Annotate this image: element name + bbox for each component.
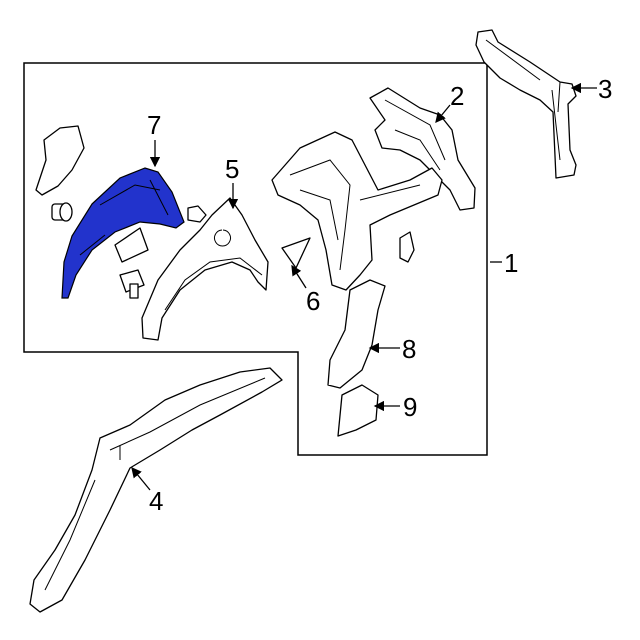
- callout-6: 6: [306, 286, 321, 316]
- push-clip: [51, 202, 73, 222]
- bolt: [119, 269, 145, 299]
- part-5-wheelhouse-outer[interactable]: [141, 197, 269, 341]
- inner-panel[interactable]: [271, 131, 443, 291]
- part-2-panel[interactable]: [369, 87, 476, 211]
- callout-5: 5: [225, 154, 240, 184]
- part-6-gusset[interactable]: [281, 237, 311, 269]
- part-9-bracket[interactable]: [337, 384, 379, 437]
- callout-9: 9: [403, 392, 418, 422]
- callout-4: 4: [149, 486, 164, 516]
- callout-8: 8: [402, 334, 417, 364]
- callout-2: 2: [450, 81, 465, 111]
- part-8-reinforcement[interactable]: [327, 279, 386, 389]
- callout-7: 7: [147, 110, 162, 140]
- callout-1: 1: [504, 248, 519, 278]
- callout-3: 3: [598, 74, 613, 104]
- part-3-bracket[interactable]: [475, 29, 577, 179]
- part-4-side-rail[interactable]: [29, 367, 283, 613]
- small-bracket: [187, 205, 207, 223]
- small-brace: [114, 227, 149, 263]
- part-7-wheelhouse-inner[interactable]: [61, 167, 185, 299]
- small-clip: [399, 231, 415, 263]
- upper-left-bracket[interactable]: [35, 125, 85, 196]
